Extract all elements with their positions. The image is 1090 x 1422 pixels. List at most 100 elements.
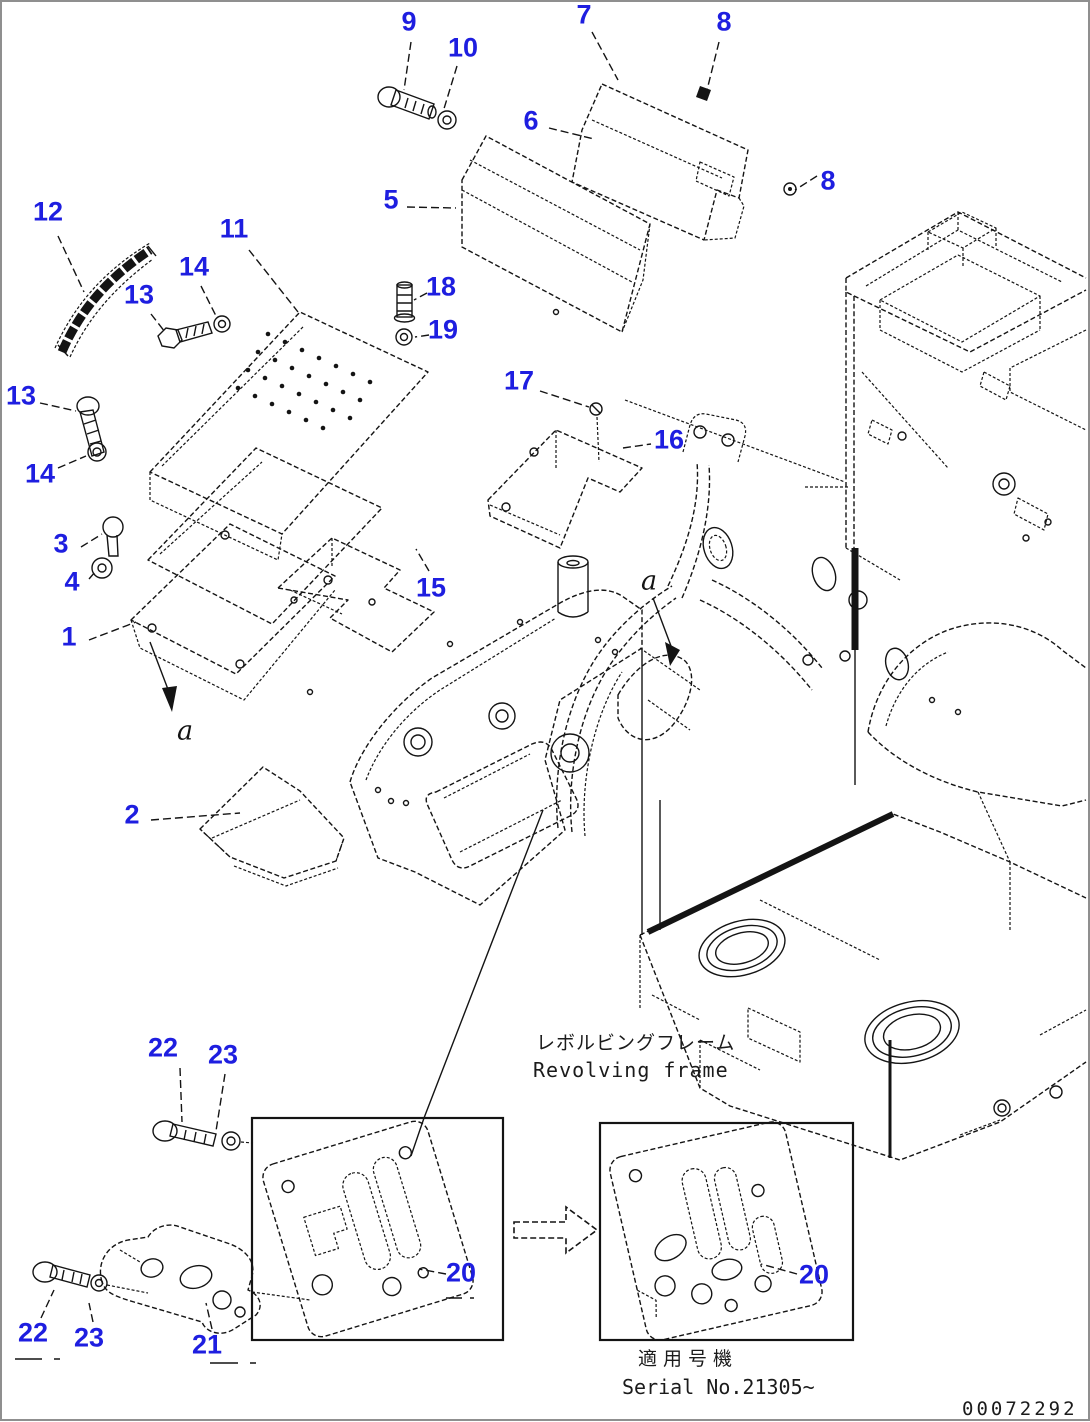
leader-line-11 (248, 249, 299, 313)
bolt-13-upper (157, 321, 213, 349)
part-callout-1: 1 (61, 621, 77, 652)
leader-line-7 (591, 31, 619, 81)
seal-strip-12 (54, 242, 157, 358)
part-callout-23: 23 (207, 1039, 239, 1070)
part-callout-14: 14 (178, 251, 210, 282)
inset-box-before (250, 1116, 505, 1342)
part-callout-5: 5 (383, 184, 399, 215)
rear-box-structure (845, 211, 1087, 785)
leader-line-12 (57, 235, 85, 293)
pin-boss (557, 555, 589, 618)
leader-line-17 (539, 390, 590, 408)
washer-10 (437, 110, 457, 130)
part-callout-2: 2 (124, 799, 140, 830)
leader-line-16 (622, 443, 652, 449)
cover-panel-7 (571, 83, 749, 241)
plate-20-after (609, 1121, 823, 1341)
part-callout-22: 22 (147, 1032, 179, 1063)
drawing-number: 00072292 (962, 1398, 1078, 1420)
swing-boss-rear (864, 999, 960, 1065)
leader-line-9 (403, 41, 412, 91)
part-callout-17: 17 (503, 365, 535, 396)
part-callout-18: 18 (425, 271, 457, 302)
washer-14-left (87, 442, 107, 462)
leader-line-18 (413, 292, 428, 301)
transform-arrow (513, 1205, 599, 1255)
part-callout-12: 12 (32, 196, 64, 227)
lower-frame-body (639, 648, 1087, 1161)
leader-line-20 (418, 1268, 447, 1275)
leader-line-6 (548, 127, 595, 140)
view-arrow-a2 (149, 641, 177, 712)
part-callout-20: 20 (798, 1259, 830, 1290)
revolving-frame-deck (306, 589, 643, 906)
leader-line-4 (88, 571, 96, 580)
part-callout-3: 3 (53, 528, 69, 559)
swing-boss-front (698, 918, 786, 978)
leader-line-22 (179, 1067, 183, 1123)
washer-23-lower (90, 1274, 149, 1294)
cover-panel-5 (461, 135, 651, 333)
leader-line-1 (88, 621, 137, 641)
part-callout-10: 10 (447, 32, 479, 63)
bolt-18 (393, 281, 416, 323)
part-callout-4: 4 (64, 566, 80, 597)
bolt-22-lower (32, 1261, 91, 1288)
part-callout-14: 14 (24, 458, 56, 489)
part-callout-8: 8 (716, 6, 732, 37)
leader-line-15 (415, 548, 430, 572)
bolt-13-left (76, 396, 105, 457)
applicability-serial: Serial No.21305~ (622, 1375, 815, 1399)
bolt-3 (102, 516, 124, 557)
view-direction-label-a2: a (176, 715, 194, 747)
leader-line-13 (39, 402, 77, 412)
cover-2 (199, 766, 345, 887)
leader-line-21 (205, 1302, 213, 1330)
leader-line-22 (40, 1289, 55, 1319)
bolt-22-upper (152, 1120, 217, 1147)
part-callout-15: 15 (415, 572, 447, 603)
part-callout-13: 13 (5, 380, 37, 411)
washer-14-upper (213, 315, 231, 333)
leader-line-10 (442, 65, 458, 113)
bracket-16 (487, 429, 643, 549)
leader-line-5 (406, 206, 457, 209)
applicability-label-jp: 適用号機 (638, 1348, 739, 1370)
leader-line-2 (150, 812, 241, 821)
leader-line-8 (706, 41, 720, 91)
part-callout-22: 22 (17, 1317, 49, 1348)
leader-line-14 (200, 285, 218, 319)
leader-line-19 (414, 334, 430, 338)
part-callout-23: 23 (73, 1322, 105, 1353)
part-callout-20: 20 (445, 1257, 477, 1288)
washer-4 (91, 557, 113, 579)
dash-dot-marks (15, 1297, 474, 1364)
part-callout-11: 11 (219, 213, 249, 244)
part-callout-9: 9 (401, 6, 417, 37)
leader-line-23 (88, 1302, 94, 1323)
frame-label-jp: レボルビングフレーム (536, 1032, 736, 1054)
leader-line-14 (57, 455, 87, 469)
view-direction-label-a1: a (640, 565, 658, 597)
view-arrow-a1 (652, 597, 680, 666)
part-callout-19: 19 (427, 314, 459, 345)
bracket-15 (277, 537, 435, 653)
part-callout-6: 6 (523, 105, 539, 136)
floor-plate-lower (147, 447, 383, 625)
revolving-frame-right (867, 622, 1087, 863)
leader-line-13 (150, 313, 166, 333)
revolving-frame-tower (550, 399, 868, 837)
washer-19 (395, 328, 413, 346)
frame-label-en: Revolving frame (533, 1058, 729, 1082)
part-callout-16: 16 (653, 424, 685, 455)
leader-line-23 (215, 1073, 226, 1132)
part-callout-8: 8 (820, 165, 836, 196)
leader-line-20 (760, 1263, 798, 1275)
bolt-9 (377, 86, 437, 120)
leader-line-3 (80, 533, 103, 548)
perforation-dots (235, 331, 373, 431)
